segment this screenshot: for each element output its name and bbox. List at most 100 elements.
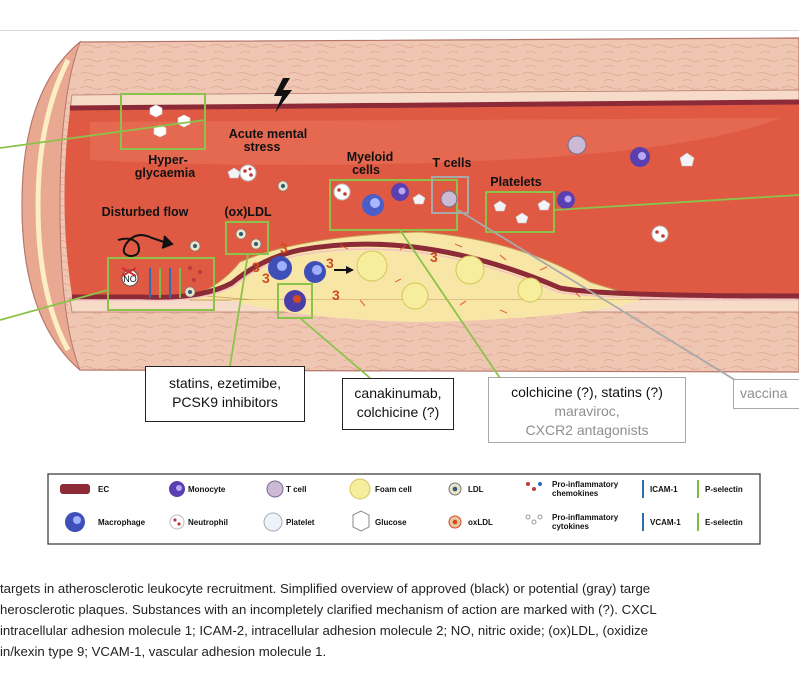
legend-foam-cell: Foam cell bbox=[375, 485, 412, 494]
top-divider bbox=[0, 30, 799, 31]
swirl-flow-icon bbox=[117, 234, 174, 258]
monocyte-icon bbox=[557, 191, 575, 209]
legend-macrophage: Macrophage bbox=[98, 518, 146, 527]
macrophage-box bbox=[277, 283, 313, 319]
endothelium-lower bbox=[72, 241, 799, 300]
svg-text:3: 3 bbox=[332, 287, 340, 303]
legend-monocyte: Monocyte bbox=[188, 485, 226, 494]
monocyte-icon bbox=[169, 481, 185, 497]
t-cell-icon bbox=[266, 480, 284, 498]
glucose-icon bbox=[352, 510, 370, 532]
foam-cell-icon bbox=[349, 478, 371, 500]
svg-text:3: 3 bbox=[430, 249, 438, 265]
platelet-icon bbox=[493, 200, 507, 212]
oxldl-icon: 3 3 3 3 3 3 bbox=[252, 240, 438, 303]
disturbed-flow-box bbox=[107, 257, 215, 311]
monocyte-icon bbox=[630, 147, 650, 167]
acute-stress-label-1: Acute mental bbox=[229, 127, 308, 141]
legend-t-cell: T cell bbox=[286, 485, 306, 494]
legend-oxldl: oxLDL bbox=[468, 518, 493, 527]
acute-stress-label-2: stress bbox=[244, 140, 281, 154]
canakinumab-line-1: canakinumab, bbox=[354, 385, 442, 401]
hyperglycaemia-label-2: glycaemia bbox=[135, 166, 197, 180]
foam-cell-icon bbox=[356, 250, 543, 310]
platelet-icon bbox=[227, 167, 241, 179]
svg-text:3: 3 bbox=[262, 270, 270, 286]
legend-icam: ICAM-1 bbox=[650, 485, 678, 494]
legend-cytokines-1: Pro-inflammatory bbox=[552, 513, 619, 522]
caption-line-2: herosclerotic plaques. Substances with a… bbox=[0, 602, 657, 617]
legend-pselectin: P-selectin bbox=[705, 485, 743, 494]
canakinumab-box: canakinumab, colchicine (?) bbox=[342, 378, 454, 430]
legend-platelet: Platelet bbox=[286, 518, 315, 527]
oxldl-icon bbox=[448, 515, 462, 529]
caption-line-1: targets in atherosclerotic leukocyte rec… bbox=[0, 581, 651, 596]
canakinumab-line-2: colchicine (?) bbox=[356, 404, 440, 420]
svg-text:3: 3 bbox=[252, 259, 260, 275]
macrophage-icon bbox=[268, 256, 292, 280]
monocyte-icon bbox=[391, 183, 409, 201]
statins-line-2: PCSK9 inhibitors bbox=[172, 394, 278, 410]
legend-cytokines-2: cytokines bbox=[552, 522, 589, 531]
ldl-icon bbox=[235, 228, 247, 240]
t-cell-icon bbox=[440, 190, 458, 208]
endothelium-upper bbox=[69, 99, 799, 111]
macrophage-icon bbox=[304, 261, 326, 283]
legend-ldl: LDL bbox=[468, 485, 484, 494]
platelet-icon bbox=[515, 212, 529, 224]
statins-line-1: statins, ezetimibe, bbox=[168, 375, 282, 391]
legend-glucose: Glucose bbox=[375, 518, 407, 527]
ldl-icon bbox=[184, 286, 196, 298]
neutrophil-icon bbox=[651, 225, 669, 243]
maraviroc-line: maraviroc, bbox=[554, 403, 620, 419]
caption-line-4: in/kexin type 9; VCAM-1, vascular adhesi… bbox=[0, 644, 327, 659]
legend-eselectin: E-selectin bbox=[705, 518, 743, 527]
svg-text:3: 3 bbox=[326, 255, 334, 271]
colchicine-box: colchicine (?), statins (?) maraviroc, C… bbox=[488, 377, 686, 443]
legend: EC Monocyte T cell Foam cell LDL Pro-inf… bbox=[47, 473, 761, 545]
figure-caption: targets in atherosclerotic leukocyte rec… bbox=[0, 578, 799, 662]
myeloid-box bbox=[329, 179, 458, 231]
colchicine-line: colchicine (?), statins (?) bbox=[511, 384, 663, 400]
svg-text:3: 3 bbox=[280, 240, 288, 256]
vessel-cut-end bbox=[21, 40, 82, 371]
ldl-icon bbox=[277, 180, 289, 192]
platelet-icon bbox=[679, 152, 695, 167]
ldl-icon bbox=[189, 240, 201, 252]
legend-chemokines-1: Pro-inflammatory bbox=[552, 480, 619, 489]
hyperglycaemia-label-1: Hyper- bbox=[148, 153, 188, 167]
ldl-icon bbox=[448, 482, 462, 496]
myeloid-label-2: cells bbox=[352, 163, 380, 177]
caption-line-3: intracellular adhesion molecule 1; ICAM-… bbox=[0, 623, 648, 638]
ldl-icon bbox=[250, 238, 262, 250]
legend-neutrophil: Neutrophil bbox=[188, 518, 228, 527]
platelet-icon bbox=[412, 193, 426, 205]
vessel-diagram: Hyper- glycaemia Acute mental stress Mye… bbox=[0, 37, 799, 389]
vaccine-line: vaccina bbox=[740, 385, 788, 401]
macrophage-icon bbox=[65, 512, 85, 532]
neutrophil-icon bbox=[239, 164, 257, 182]
hyperglycaemia-box bbox=[120, 93, 206, 150]
legend-chemokines-2: chemokines bbox=[552, 489, 599, 498]
no-label: NO bbox=[123, 274, 137, 284]
legend-ec: EC bbox=[98, 485, 109, 494]
monocyte-icon bbox=[362, 194, 384, 216]
t-cell-box bbox=[431, 176, 469, 214]
lightning-icon bbox=[274, 78, 292, 113]
platelets-box bbox=[485, 191, 555, 233]
t-cells-label: T cells bbox=[433, 156, 472, 170]
neutrophil-icon bbox=[333, 183, 351, 201]
oxldl-label: (ox)LDL bbox=[224, 205, 272, 219]
cxcr2-line: CXCR2 antagonists bbox=[525, 422, 649, 438]
disturbed-flow-label: Disturbed flow bbox=[102, 205, 189, 219]
legend-vcam: VCAM-1 bbox=[650, 518, 681, 527]
vaccine-box: vaccina bbox=[733, 379, 799, 409]
neutrophil-icon bbox=[169, 514, 185, 530]
myeloid-label-1: Myeloid bbox=[347, 150, 394, 164]
oxldl-box bbox=[225, 221, 269, 255]
statins-box: statins, ezetimibe, PCSK9 inhibitors bbox=[145, 366, 305, 422]
platelet-icon bbox=[263, 512, 283, 532]
platelets-label: Platelets bbox=[490, 175, 541, 189]
t-cell-icon bbox=[567, 135, 587, 155]
